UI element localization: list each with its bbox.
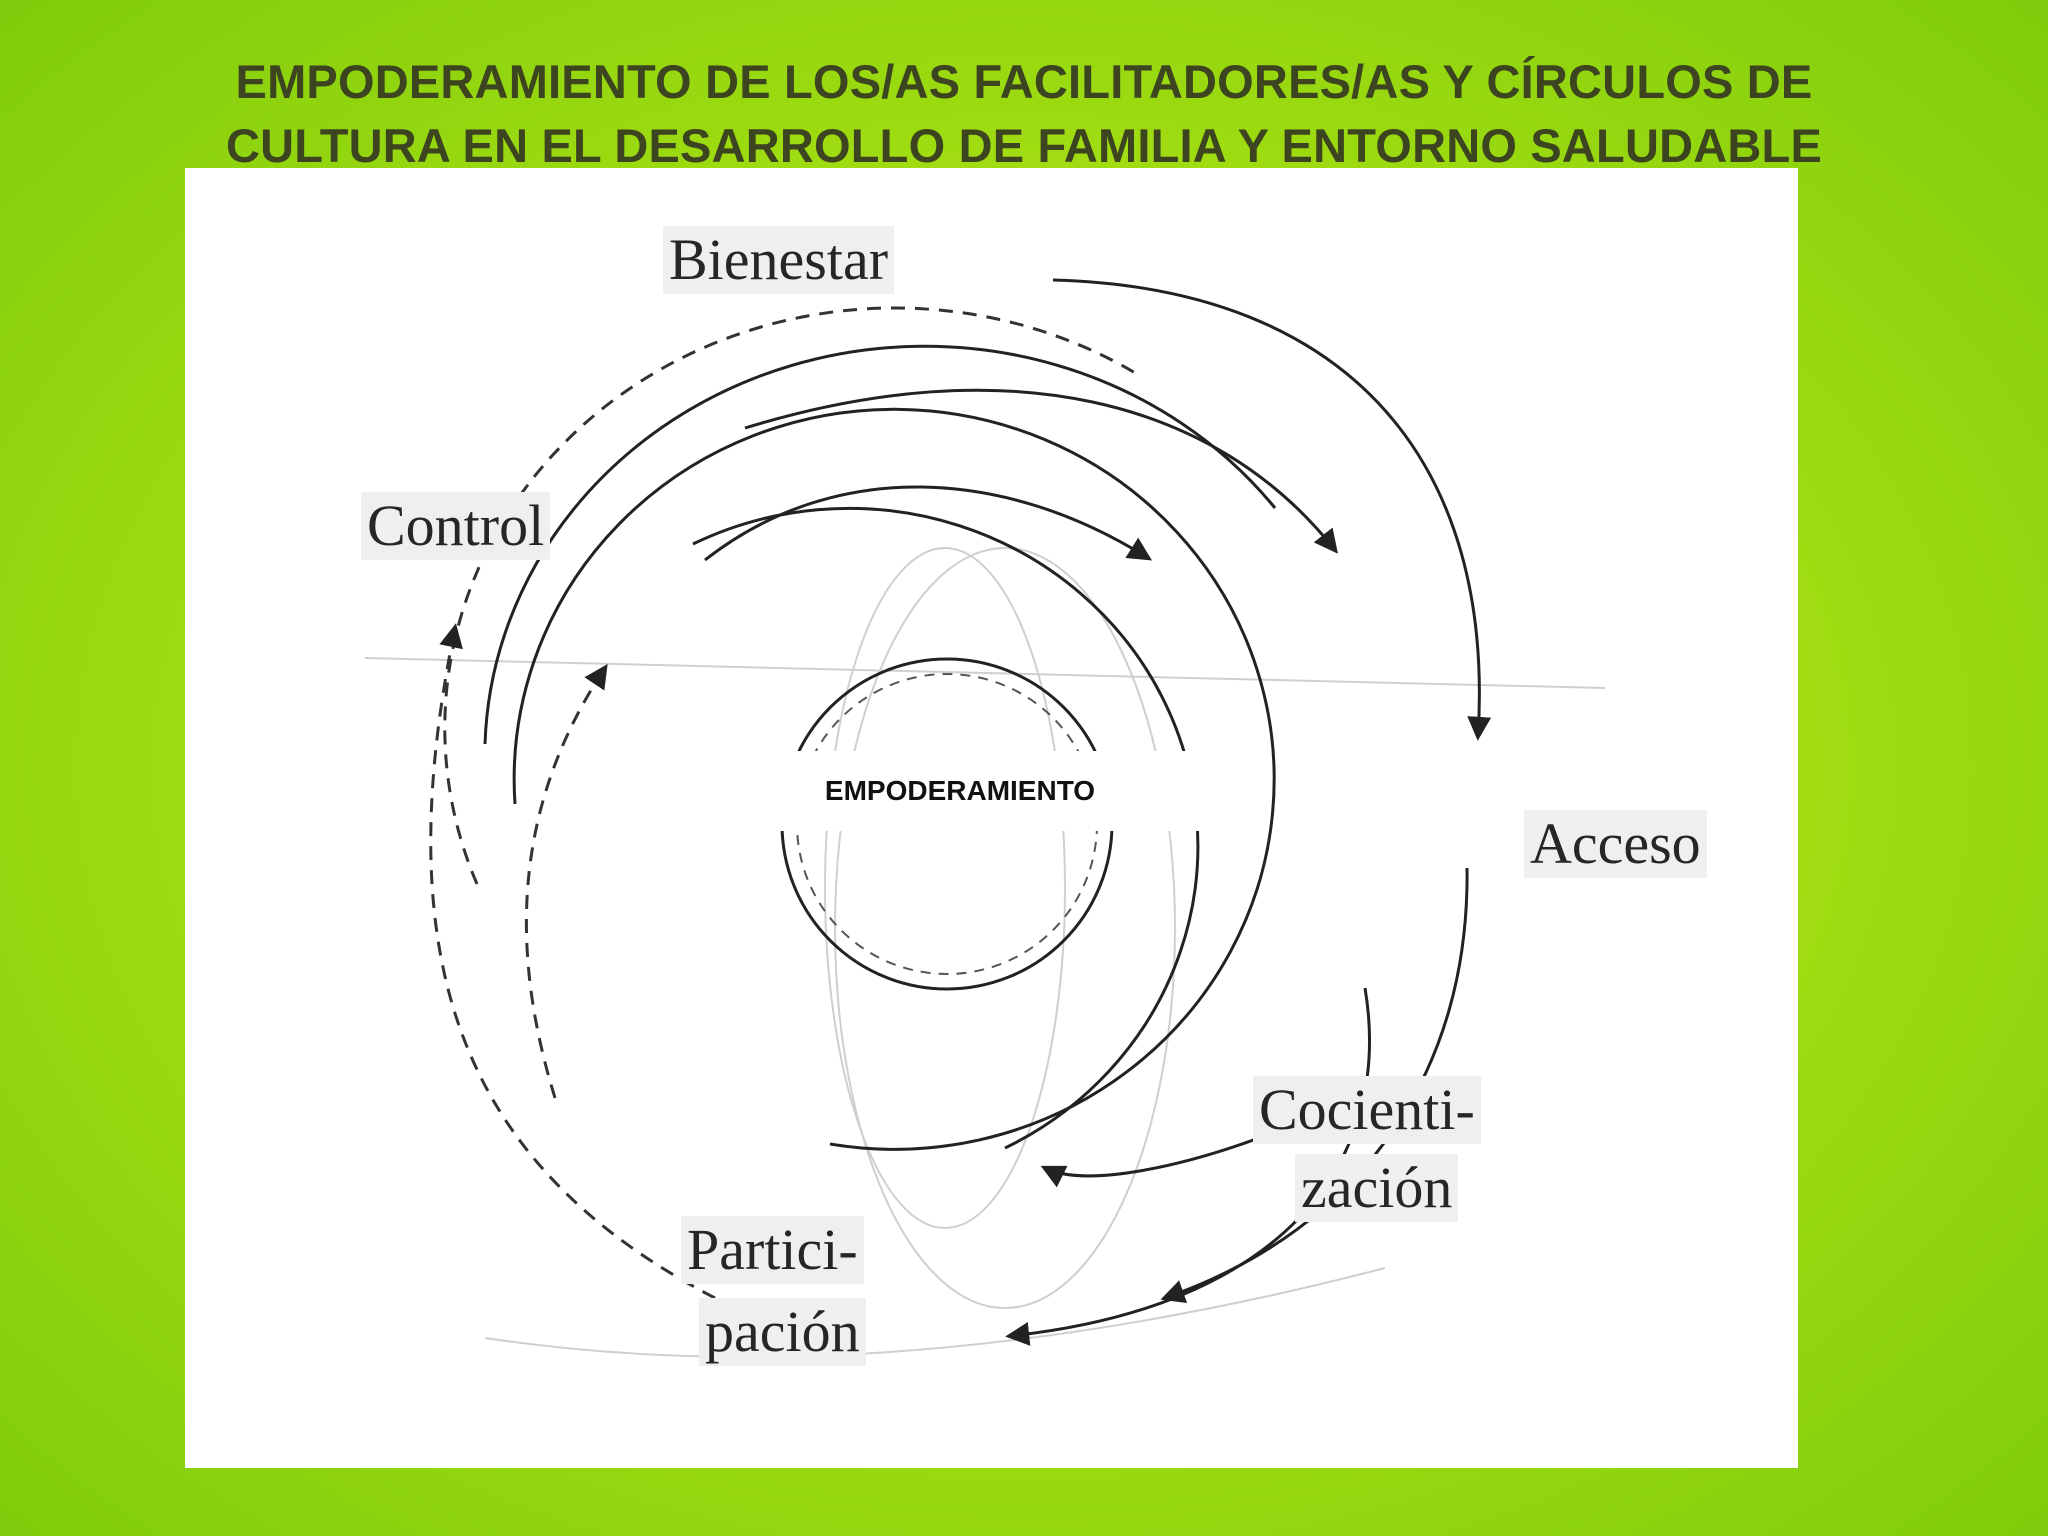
slide-title: EMPODERAMIENTO DE LOS/AS FACILITADORES/A… [0,50,2048,178]
arrow-concientizacion-inner [1040,1126,1286,1188]
arrow-mid-top [744,388,1338,554]
label-concientizacion-1: Cocienti- [1253,1076,1481,1144]
arrow-participacion-control [429,623,716,1300]
spiral-ring-1 [692,506,1200,1150]
label-bienestar: Bienestar [663,226,895,294]
title-line-1: EMPODERAMIENTO DE LOS/AS FACILITADORES/A… [235,55,1813,108]
arrow-bienestar-acceso [1052,278,1492,741]
arrow-inner-top [704,485,1153,562]
title-line-2: CULTURA EN EL DESARROLLO DE FAMILIA Y EN… [225,119,1822,172]
faint-traces [364,547,1606,1358]
label-participacion-1: Partici- [681,1216,864,1284]
spiral-ring-2 [512,407,1276,1151]
label-concientizacion-2: zación [1295,1154,1459,1222]
arrow-inner-control [524,664,608,1099]
empowerment-diagram: Bienestar Control Acceso Cocienti- zació… [185,168,1798,1468]
center-label-box: EMPODERAMIENTO [716,751,1204,831]
label-participacion-2: pación [699,1298,866,1366]
label-acceso: Acceso [1524,810,1707,878]
label-control: Control [361,492,551,560]
center-label: EMPODERAMIENTO [824,775,1096,806]
spiral-ring-3 [483,344,1277,745]
dashed-ring [443,306,1138,885]
